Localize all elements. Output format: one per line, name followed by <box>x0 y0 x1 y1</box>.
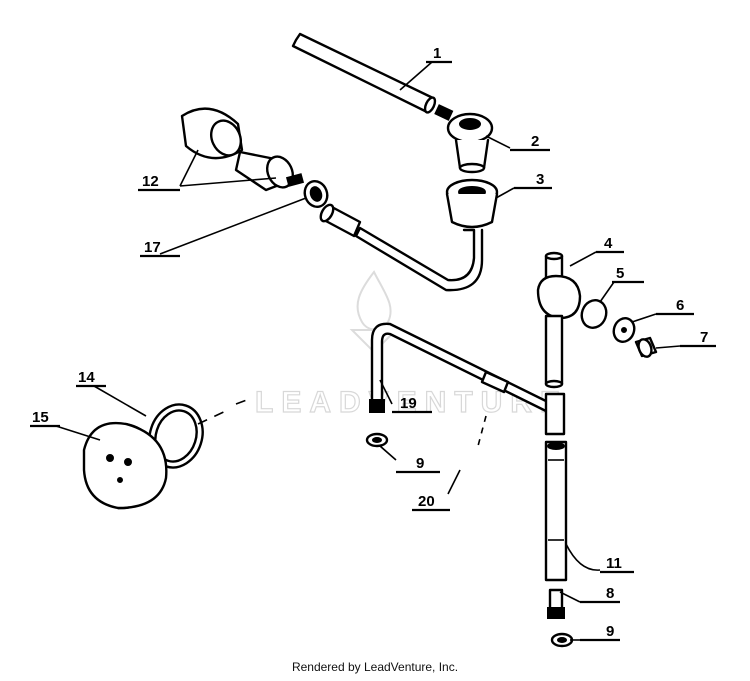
callout-5: 5 <box>616 265 624 282</box>
callout-numbers: 1 2 3 4 5 6 7 8 9 9 11 12 14 15 17 19 20 <box>32 45 708 640</box>
callout-19: 19 <box>400 395 417 412</box>
credit-footer: Rendered by LeadVenture, Inc. <box>291 660 459 674</box>
part-12-filter <box>180 107 305 192</box>
part-7-screw <box>634 336 658 358</box>
callout-9-upper: 9 <box>416 455 424 472</box>
callout-20: 20 <box>418 493 435 510</box>
callout-17: 17 <box>144 239 161 256</box>
part-19-tube <box>369 322 554 416</box>
callout-8: 8 <box>606 585 614 602</box>
callout-11: 11 <box>606 555 622 572</box>
callout-12: 12 <box>142 173 159 190</box>
part-3-bowl <box>319 178 499 292</box>
callout-15: 15 <box>32 409 49 426</box>
part-9-washer-lower <box>550 632 574 648</box>
callout-1: 1 <box>433 45 441 62</box>
callout-6: 6 <box>676 297 684 314</box>
part-2-fitting <box>434 104 494 174</box>
callout-underlines <box>30 60 716 642</box>
callout-2: 2 <box>531 133 539 150</box>
callout-3: 3 <box>536 171 544 188</box>
leader-lines <box>55 61 681 641</box>
part-5-plug <box>580 299 608 329</box>
part-1-tube <box>291 32 437 114</box>
callout-7: 7 <box>700 329 708 346</box>
part-11-fitting <box>544 392 568 582</box>
part-8-nipple <box>547 588 565 619</box>
callout-9-lower: 9 <box>606 623 614 640</box>
part-4-tee <box>536 251 582 389</box>
part-15-cap <box>82 421 168 510</box>
part-9-washer-upper <box>365 432 389 448</box>
callout-14: 14 <box>78 369 95 386</box>
part-6-washer <box>612 317 636 343</box>
callout-4: 4 <box>604 235 613 252</box>
